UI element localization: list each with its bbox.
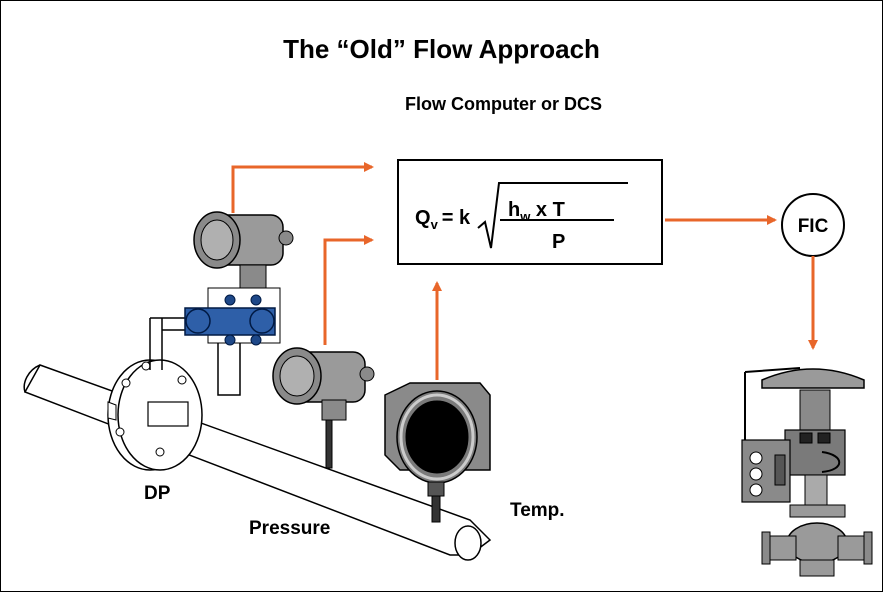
control-valve [741,367,873,577]
pressure-transmitter [272,347,375,469]
flow-computer-box [397,159,663,265]
temp-label: Temp. [510,500,565,521]
equation-denominator: P [552,231,565,253]
signal-arrows [231,162,818,380]
pressure-signal-arrow [323,235,374,345]
equation-numerator: hw x T [508,199,565,224]
dp-label: DP [144,483,171,504]
equation-lhs: Qv= k [415,207,471,232]
flow-computer-label: Flow Computer or DCS [405,94,602,114]
pressure-label: Pressure [249,518,331,539]
diagram-title: The “Old” Flow Approach [283,34,600,64]
orifice-flange [107,359,203,471]
fic-label: FIC [798,216,829,237]
dp-transmitter [184,211,294,346]
temperature-transmitter [384,382,491,523]
dp-signal-arrow [231,162,374,213]
